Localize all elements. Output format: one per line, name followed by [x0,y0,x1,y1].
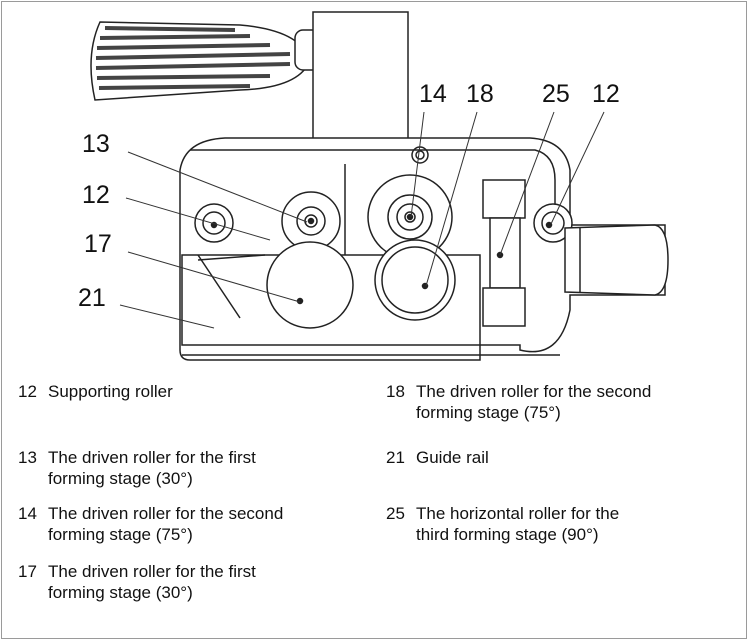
leader-lines [119,111,605,329]
supporting-roller-left [194,203,234,243]
callout-14: 14 [419,80,447,108]
callout-12-top: 12 [592,80,620,108]
roller-unit-drawing: 14 18 25 12 13 12 17 21 [78,11,669,361]
callout-18: 18 [466,80,494,108]
screw-top-inner [415,150,425,160]
callout-12-left: 12 [82,181,110,209]
legend-code: 21 [386,448,405,467]
legend-code: 18 [386,382,405,401]
callout-21: 21 [78,284,106,312]
legend-code: 25 [386,504,405,523]
legend-code: 14 [18,504,37,523]
legend-desc: Supporting roller [48,382,173,401]
callout-17: 17 [84,230,112,258]
legend-code: 12 [18,382,37,401]
driven-roller-17 [266,241,354,329]
legend-code: 17 [18,562,37,581]
legend-code: 13 [18,448,37,467]
horizontal-roller-25 [482,179,526,327]
driven-roller-18 [374,239,456,321]
tension-knob [564,224,669,296]
legend-desc: Guide rail [416,448,489,467]
supporting-roller-right [533,203,573,243]
handle-grip [90,21,321,101]
guide-rail-chamfer [197,254,266,319]
housing-inner-edge [190,149,556,220]
callout-13: 13 [82,130,110,158]
motor-housing [312,11,409,153]
callout-25: 25 [542,80,570,108]
